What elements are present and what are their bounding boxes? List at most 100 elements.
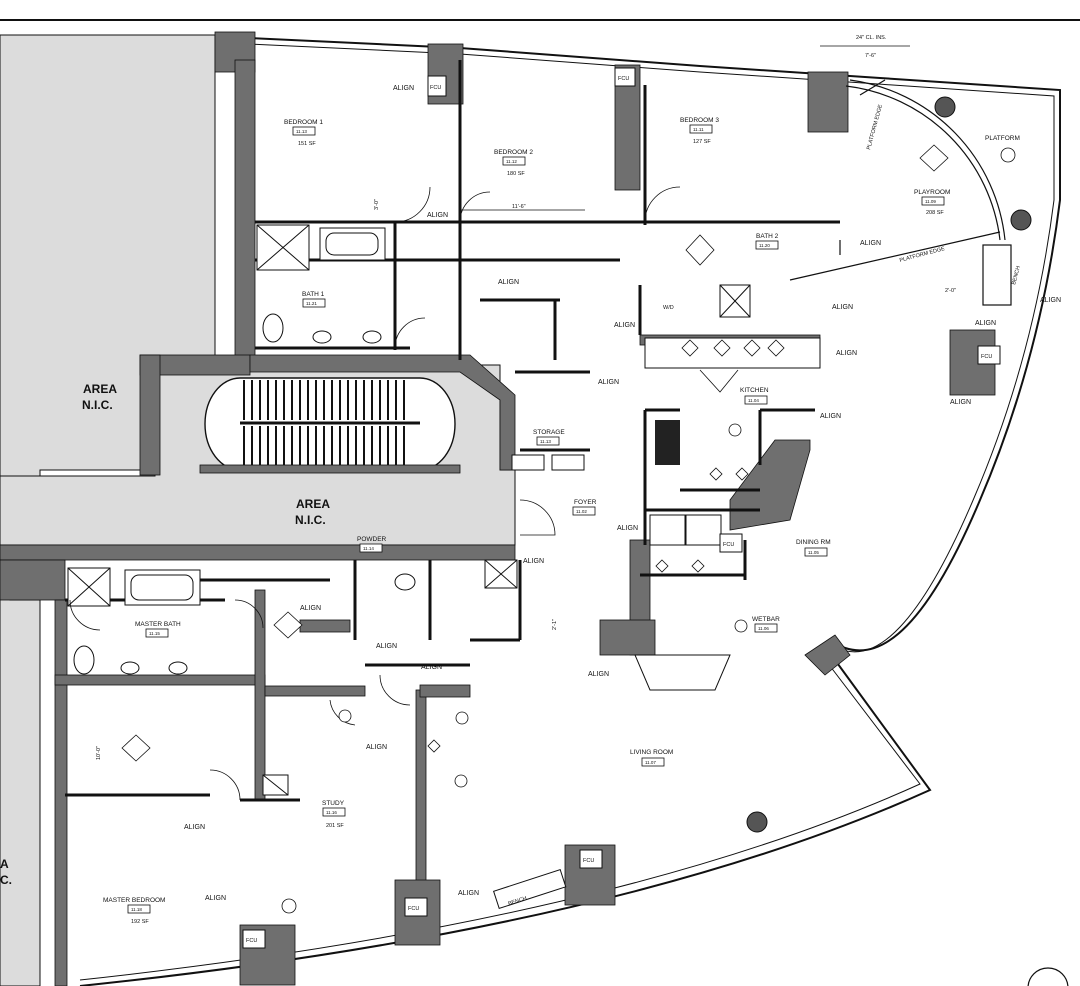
dim-top: 7'-6" bbox=[865, 53, 876, 59]
align-note-11: ALIGN bbox=[950, 399, 971, 406]
room-bedroom3-tag: 11.11 bbox=[693, 127, 704, 132]
align-note-9: ALIGN bbox=[1040, 297, 1061, 304]
nic-area-upper-line2: N.I.C. bbox=[82, 398, 113, 412]
room-bedroom1-area: 151 SF bbox=[298, 141, 316, 147]
room-master-bath: MASTER BATH bbox=[135, 621, 181, 628]
room-bedroom2-tag: 11.12 bbox=[506, 159, 517, 164]
align-note-5: ALIGN bbox=[598, 379, 619, 386]
door-swings bbox=[69, 186, 739, 801]
platform-edge bbox=[789, 79, 1012, 306]
fixtures bbox=[67, 224, 751, 796]
drawing-corner-mark bbox=[1027, 967, 1069, 986]
nic-area-center-line2: N.I.C. bbox=[295, 513, 326, 527]
room-study: STUDY bbox=[322, 800, 345, 807]
columns bbox=[746, 96, 1032, 833]
align-notes: ALIGN ALIGN ALIGN ALIGN ALIGN ALIGN ALIG… bbox=[184, 85, 1061, 902]
fcu-label-6: FCU bbox=[408, 906, 419, 912]
dim-bed2: 11'-6" bbox=[512, 204, 526, 210]
room-storage-tag: 11.13 bbox=[540, 439, 551, 444]
fcu-label-2: FCU bbox=[618, 76, 629, 82]
room-bedroom2: BEDROOM 2 bbox=[494, 149, 533, 156]
room-foyer: FOYER bbox=[574, 499, 597, 506]
room-master-bath-tag: 11.15 bbox=[149, 631, 160, 636]
align-note-2: ALIGN bbox=[427, 212, 448, 219]
align-note-4: ALIGN bbox=[614, 322, 635, 329]
fcu-units: FCU FCU FCU FCU FCU FCU FCU bbox=[242, 67, 1001, 949]
room-platform: PLATFORM bbox=[985, 135, 1020, 142]
align-note-8: ALIGN bbox=[836, 350, 857, 357]
align-note-16: ALIGN bbox=[300, 605, 321, 612]
room-storage: STORAGE bbox=[533, 429, 565, 436]
align-note-13: ALIGN bbox=[617, 525, 638, 532]
nic-area-left-line1: A bbox=[0, 857, 9, 871]
room-bath1: BATH 1 bbox=[302, 291, 325, 298]
fcu-label-3: FCU bbox=[981, 354, 992, 360]
align-note-1: ALIGN bbox=[393, 85, 414, 92]
align-note-15: ALIGN bbox=[588, 671, 609, 678]
nic-area-center-line1: AREA bbox=[296, 497, 330, 511]
room-master-bedroom-area: 192 SF bbox=[131, 919, 149, 925]
room-study-tag: 11.16 bbox=[326, 810, 337, 815]
room-kitchen-tag: 11.04 bbox=[748, 398, 759, 403]
align-note-22: ALIGN bbox=[458, 890, 479, 897]
align-note-18: ALIGN bbox=[421, 664, 442, 671]
bench-label-2: BENCH bbox=[1011, 265, 1022, 285]
wd-label: W/D bbox=[663, 305, 674, 311]
room-dining: DINING RM bbox=[796, 539, 831, 546]
room-bedroom1: BEDROOM 1 bbox=[284, 119, 323, 126]
room-labels: BEDROOM 1 11.13 151 SF BEDROOM 2 11.12 1… bbox=[103, 117, 1020, 925]
room-bedroom3-area: 127 SF bbox=[693, 139, 711, 145]
stair bbox=[204, 377, 456, 471]
platform-edge-note: PLATFORM EDGE bbox=[899, 246, 946, 264]
room-playroom-area: 208 SF bbox=[926, 210, 944, 216]
dim-side: 2'-0" bbox=[945, 288, 956, 294]
room-wetbar-tag: 11.06 bbox=[758, 626, 769, 631]
room-kitchen: KITCHEN bbox=[740, 387, 769, 394]
nic-area-left-line2: C. bbox=[0, 873, 12, 887]
platform-edge-note-2: PLATFORM EDGE bbox=[866, 104, 884, 151]
align-note-6: ALIGN bbox=[860, 240, 881, 247]
nic-area-fill bbox=[0, 34, 516, 986]
room-living-tag: 11.07 bbox=[645, 760, 656, 765]
align-note-17: ALIGN bbox=[376, 643, 397, 650]
align-note-7: ALIGN bbox=[832, 304, 853, 311]
bench bbox=[492, 869, 567, 910]
wetbar-counter bbox=[634, 654, 731, 691]
room-foyer-tag: 11.02 bbox=[576, 509, 587, 514]
room-powder: POWDER bbox=[357, 536, 387, 543]
align-note-14: ALIGN bbox=[523, 558, 544, 565]
room-master-bedroom-tag: 11.18 bbox=[131, 907, 142, 912]
room-bedroom2-area: 180 SF bbox=[507, 171, 525, 177]
align-note-21: ALIGN bbox=[205, 895, 226, 902]
room-master-bedroom: MASTER BEDROOM bbox=[103, 897, 165, 904]
fcu-label-7: FCU bbox=[246, 938, 257, 944]
room-wetbar: WETBAR bbox=[752, 616, 780, 623]
dim-mb: 10'-0" bbox=[96, 746, 102, 760]
symbol-tags bbox=[121, 144, 1016, 914]
room-bath2-tag: 11.20 bbox=[759, 243, 770, 248]
dim-wetbar: 2'-1" bbox=[552, 619, 558, 630]
align-note-10: ALIGN bbox=[975, 320, 996, 327]
dim-bed1: 3'-0" bbox=[374, 199, 380, 210]
room-bath2: BATH 2 bbox=[756, 233, 779, 240]
room-bedroom3: BEDROOM 3 bbox=[680, 117, 719, 124]
kitchen-counter bbox=[644, 337, 821, 369]
room-study-area: 201 SF bbox=[326, 823, 344, 829]
align-note-12: ALIGN bbox=[820, 413, 841, 420]
room-bedroom1-tag: 11.13 bbox=[296, 129, 307, 134]
clear-dim-note: 24" CL. INS. bbox=[856, 35, 887, 41]
room-dining-tag: 11.05 bbox=[808, 550, 819, 555]
partitions bbox=[65, 60, 840, 802]
fcu-label-4: FCU bbox=[723, 542, 734, 548]
room-powder-tag: 11.14 bbox=[363, 546, 374, 551]
align-note-20: ALIGN bbox=[184, 824, 205, 831]
fcu-label-1: FCU bbox=[430, 85, 441, 91]
room-bath1-tag: 11.21 bbox=[306, 301, 317, 306]
room-playroom: PLAYROOM bbox=[914, 189, 950, 196]
align-note-3: ALIGN bbox=[498, 279, 519, 286]
fcu-label-5: FCU bbox=[583, 858, 594, 864]
bench-label: BENCH bbox=[507, 896, 527, 908]
align-note-19: ALIGN bbox=[366, 744, 387, 751]
room-living: LIVING ROOM bbox=[630, 749, 673, 756]
